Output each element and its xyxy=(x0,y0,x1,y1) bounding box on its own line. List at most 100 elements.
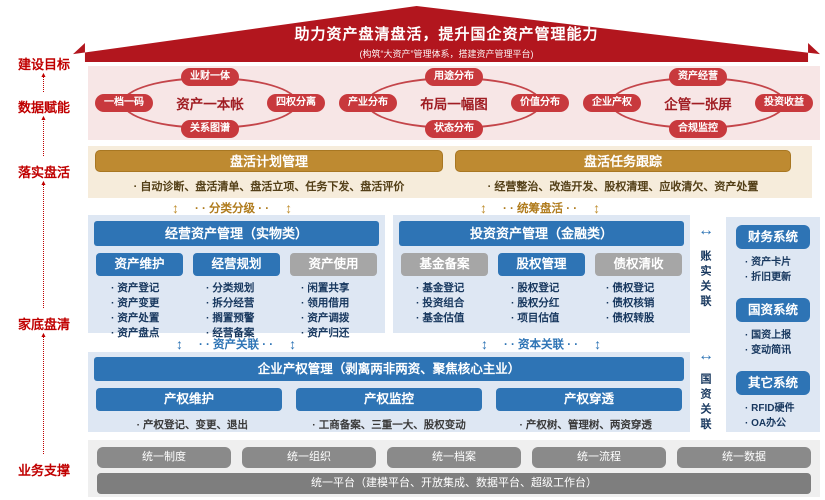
cluster-title: 企管一张屏 xyxy=(664,97,732,112)
bullet-column: 股权登记 股权分红 项目估值 xyxy=(494,281,589,326)
bullet-item: 资产登记 xyxy=(111,281,189,296)
updown-arrow-icon: ↕ xyxy=(480,336,488,352)
cluster-title: 资产一本帐 xyxy=(176,97,244,112)
rail-connector: ▲ xyxy=(40,180,47,308)
finance-system-items: 资产卡片 折旧更新 xyxy=(726,255,820,285)
asset-link-connector: ↕ 资产关联 ↕ xyxy=(176,336,296,352)
investment-assets-section: 投资资产管理（金融类） 基金备案 股权管理 债权清收 基金登记 投资组合 基金估… xyxy=(393,215,690,333)
cluster-layout-map: 用途分布 产业分布 布局一幅图 价值分布 状态分布 xyxy=(332,66,576,140)
page-title: 助力资产盘清盘活，提升国企资产管理能力 xyxy=(294,26,599,43)
panel-item: 国资上报 xyxy=(745,328,820,343)
bullet-column: 闲置共享 领用借用 资产调拨 资产归还 xyxy=(284,281,379,341)
investment-assets-bullets: 基金登记 投资组合 基金估值 股权登记 股权分红 项目估值 债权登记 债权核销 … xyxy=(399,281,684,326)
account-link-label: 账实关联 xyxy=(699,250,711,310)
cluster-asset-ledger: 业财一体 一档一码 资产一本帐 四权分离 关系图谱 xyxy=(88,66,332,140)
classify-connector: ↕ 分类分级 ↕ xyxy=(172,200,292,216)
subbox-equity-maintain: 产权维护 xyxy=(96,388,282,411)
bullet-item: 投资组合 xyxy=(416,296,494,311)
bullet-item: 搁置预警 xyxy=(206,311,284,326)
rail-connector: ▲ xyxy=(40,115,47,156)
bullet-column: 资产登记 资产变更 资产处置 资产盘点 xyxy=(94,281,189,341)
operating-assets-title: 经营资产管理（实物类） xyxy=(94,221,379,246)
cluster-pill: 产业分布 xyxy=(339,94,397,112)
unify-pill-archive: 统一档案 xyxy=(387,447,521,468)
unify-pills-row: 统一制度 统一组织 统一档案 统一流程 统一数据 xyxy=(97,447,811,468)
subbox-asset-maintain: 资产维护 xyxy=(96,253,183,276)
up-arrow-icon: ▲ xyxy=(40,115,47,122)
updown-arrow-icon: ↕ xyxy=(171,200,179,216)
cluster-pill: 状态分布 xyxy=(425,120,483,138)
rail-connector: ▲ xyxy=(40,72,47,92)
bullet-item: 资产变更 xyxy=(111,296,189,311)
updown-arrow-icon: ↕ xyxy=(285,200,293,216)
cluster-pill: 业财一体 xyxy=(181,68,239,86)
bullet-column: 基金登记 投资组合 基金估值 xyxy=(399,281,494,326)
subbox-fund-filing: 基金备案 xyxy=(401,253,488,276)
bullet-item: 股权分红 xyxy=(511,296,589,311)
up-arrow-icon: ▲ xyxy=(40,332,47,339)
other-system-button: 其它系统 xyxy=(736,371,810,395)
bullet-item: 领用借用 xyxy=(301,296,379,311)
cluster-pill: 企业产权 xyxy=(583,94,641,112)
unify-pill-process: 统一流程 xyxy=(532,447,666,468)
bullet-item: 闲置共享 xyxy=(301,281,379,296)
capital-link-connector: ↕ 资本关联 ↕ xyxy=(481,336,601,352)
bullet-item: 资产调拨 xyxy=(301,311,379,326)
soa-system-button: 国资系统 xyxy=(736,298,810,322)
panel-item: OA办公 xyxy=(745,416,820,431)
updown-arrow-icon: ↕ xyxy=(593,200,601,216)
foundation-band: 统一制度 统一组织 统一档案 统一流程 统一数据 统一平台（建模平台、开放集成、… xyxy=(88,440,820,497)
panel-item: RFID硬件 xyxy=(745,401,820,416)
subbox-equity-penetrate: 产权穿透 xyxy=(496,388,682,411)
bullet-item: 债权核销 xyxy=(606,296,684,311)
task-tracking-bullets: 经营整治、改造开发、股权清理、应收清欠、资产处置 xyxy=(455,178,791,194)
connector-label-asset: 资产关联 xyxy=(199,336,273,352)
connector-label-capital: 资本关联 xyxy=(504,336,578,352)
operating-assets-subboxes: 资产维护 经营规划 资产使用 xyxy=(96,253,377,276)
investment-assets-title: 投资资产管理（金融类） xyxy=(399,221,684,246)
plan-management-bullets: 自动诊断、盘活清单、盘活立项、任务下发、盘活评价 xyxy=(95,178,443,194)
rail-label-data: 数据赋能 xyxy=(17,100,70,115)
bullet-column: 分类规划 拆分经营 搁置预警 经营备案 xyxy=(189,281,284,341)
bullet-item: 基金登记 xyxy=(416,281,494,296)
bullet-line: 产权树、管理树、两资穿透 xyxy=(487,417,684,432)
bullet-item: 资产归还 xyxy=(301,326,379,341)
rail-label-support: 业务支撑 xyxy=(17,463,70,478)
bullet-item: 债权转股 xyxy=(606,311,684,326)
soa-link-label: 国资关联 xyxy=(699,373,711,433)
updown-arrow-icon: ↕ xyxy=(479,200,487,216)
operating-assets-bullets: 资产登记 资产变更 资产处置 资产盘点 分类规划 拆分经营 搁置预警 经营备案 … xyxy=(94,281,379,341)
unify-pill-system: 统一制度 xyxy=(97,447,231,468)
investment-assets-subboxes: 基金备案 股权管理 债权清收 xyxy=(401,253,682,276)
page-subtitle: (构筑“大资产”管理体系，搭建资产管理平台) xyxy=(359,49,534,59)
bullet-item: 项目估值 xyxy=(511,311,589,326)
bullet-item: 债权登记 xyxy=(606,281,684,296)
subbox-debt-recovery: 债权清收 xyxy=(595,253,682,276)
cluster-pill: 关系图谱 xyxy=(181,120,239,138)
rail-connector: ▲ xyxy=(40,332,47,454)
bullet-item: 分类规划 xyxy=(206,281,284,296)
connector-label-overall: 统筹盘活 xyxy=(503,200,577,216)
unify-pill-data: 统一数据 xyxy=(677,447,811,468)
bullet-item: 股权登记 xyxy=(511,281,589,296)
cluster-pill: 投资收益 xyxy=(755,94,813,112)
data-empowerment-band: 业财一体 一档一码 资产一本帐 四权分离 关系图谱 用途分布 产业分布 布局一幅… xyxy=(88,66,820,140)
finance-system-button: 财务系统 xyxy=(736,225,810,249)
task-tracking-bar: 盘活任务跟踪 xyxy=(455,150,791,172)
updown-arrow-icon: ↕ xyxy=(175,336,183,352)
other-system-items: RFID硬件 OA办公 xyxy=(726,401,820,431)
unify-pill-org: 统一组织 xyxy=(242,447,376,468)
equity-subboxes: 产权维护 产权监控 产权穿透 xyxy=(96,388,682,411)
subbox-asset-use: 资产使用 xyxy=(290,253,377,276)
equity-bullets: 产权登记、变更、退出 工商备案、三重一大、股权变动 产权树、管理树、两资穿透 xyxy=(94,417,684,432)
subbox-equity-mgmt: 股权管理 xyxy=(498,253,585,276)
subbox-operation-plan: 经营规划 xyxy=(193,253,280,276)
up-arrow-icon: ▲ xyxy=(40,72,47,79)
overall-connector: ↕ 统筹盘活 ↕ xyxy=(480,200,600,216)
cluster-pill: 价值分布 xyxy=(511,94,569,112)
bullet-line: 产权登记、变更、退出 xyxy=(94,417,291,432)
cluster-pill: 一档一码 xyxy=(95,94,153,112)
connector-label-classify: 分类分级 xyxy=(195,200,269,216)
bullet-item: 资产处置 xyxy=(111,311,189,326)
